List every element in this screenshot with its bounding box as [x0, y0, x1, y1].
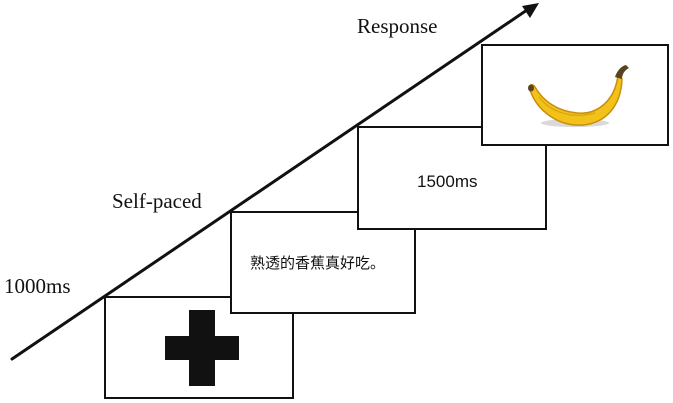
fixation-duration-label: 1000ms [4, 274, 71, 298]
blank-duration-label: 1500ms [417, 172, 478, 191]
self-paced-label: Self-paced [112, 189, 202, 213]
banana-icon [528, 65, 629, 127]
fixation-cross-icon [165, 310, 239, 386]
picture-panel [481, 44, 669, 146]
sentence-text: 熟透的香蕉真好吃。 [250, 254, 386, 272]
response-label: Response [357, 14, 438, 38]
